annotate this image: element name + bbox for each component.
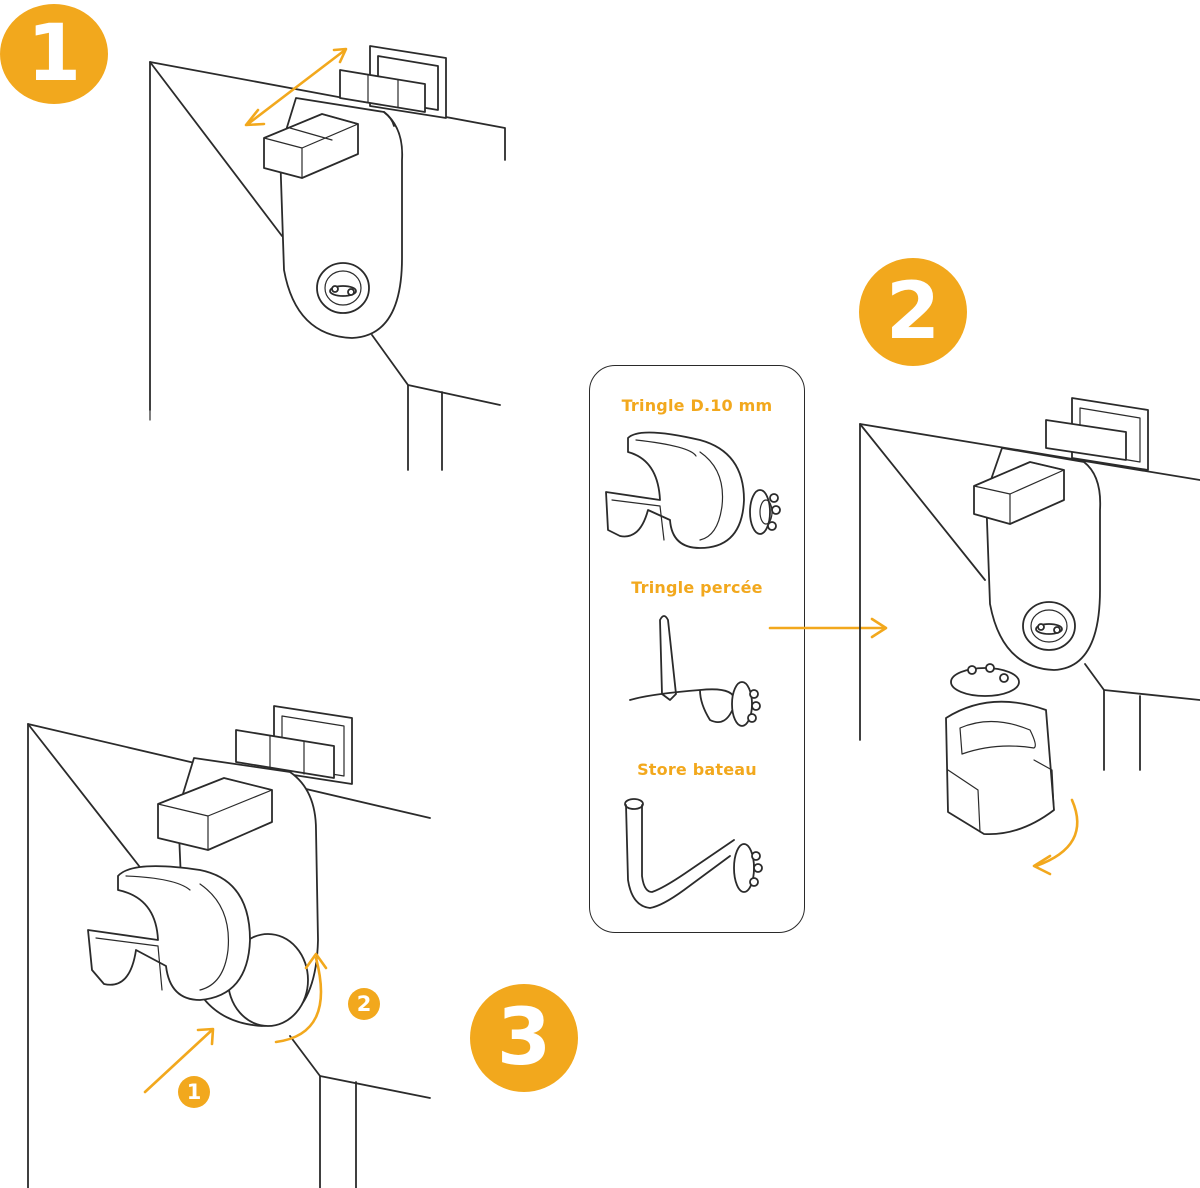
roman-blind-hook-icon xyxy=(624,798,763,909)
slide-arrow-icon xyxy=(244,47,348,127)
step-1-number: 1 xyxy=(26,9,82,99)
twist-arrow-icon xyxy=(274,952,328,1044)
window-frame xyxy=(149,61,506,411)
pierced-rod-hook-icon xyxy=(629,615,761,727)
rod-options-panel xyxy=(589,365,805,933)
step-2-number: 2 xyxy=(885,267,941,357)
rotate-arrow-icon xyxy=(1032,798,1079,876)
sub-step-1-badge: 1 xyxy=(178,1076,210,1108)
sub-step-2-number: 2 xyxy=(356,991,372,1016)
step-3-number: 3 xyxy=(496,993,552,1083)
push-arrow-icon xyxy=(143,1027,215,1094)
option-label-pierced-rod: Tringle percée xyxy=(631,578,763,597)
step-3-badge: 3 xyxy=(470,984,578,1092)
option-label-roman-blind: Store bateau xyxy=(637,760,757,779)
ring-clip-icon xyxy=(945,663,1055,835)
curtain-rod-ring-icon xyxy=(605,431,781,549)
option-label-rod-10mm: Tringle D.10 mm xyxy=(621,396,773,415)
step-2-badge: 2 xyxy=(859,258,967,366)
sub-step-1-number: 1 xyxy=(186,1079,202,1104)
mounted-clip-icon xyxy=(87,865,309,1027)
sub-step-2-badge: 2 xyxy=(348,988,380,1020)
step-1-badge: 1 xyxy=(0,4,108,104)
apply-arrow-icon xyxy=(768,617,888,639)
